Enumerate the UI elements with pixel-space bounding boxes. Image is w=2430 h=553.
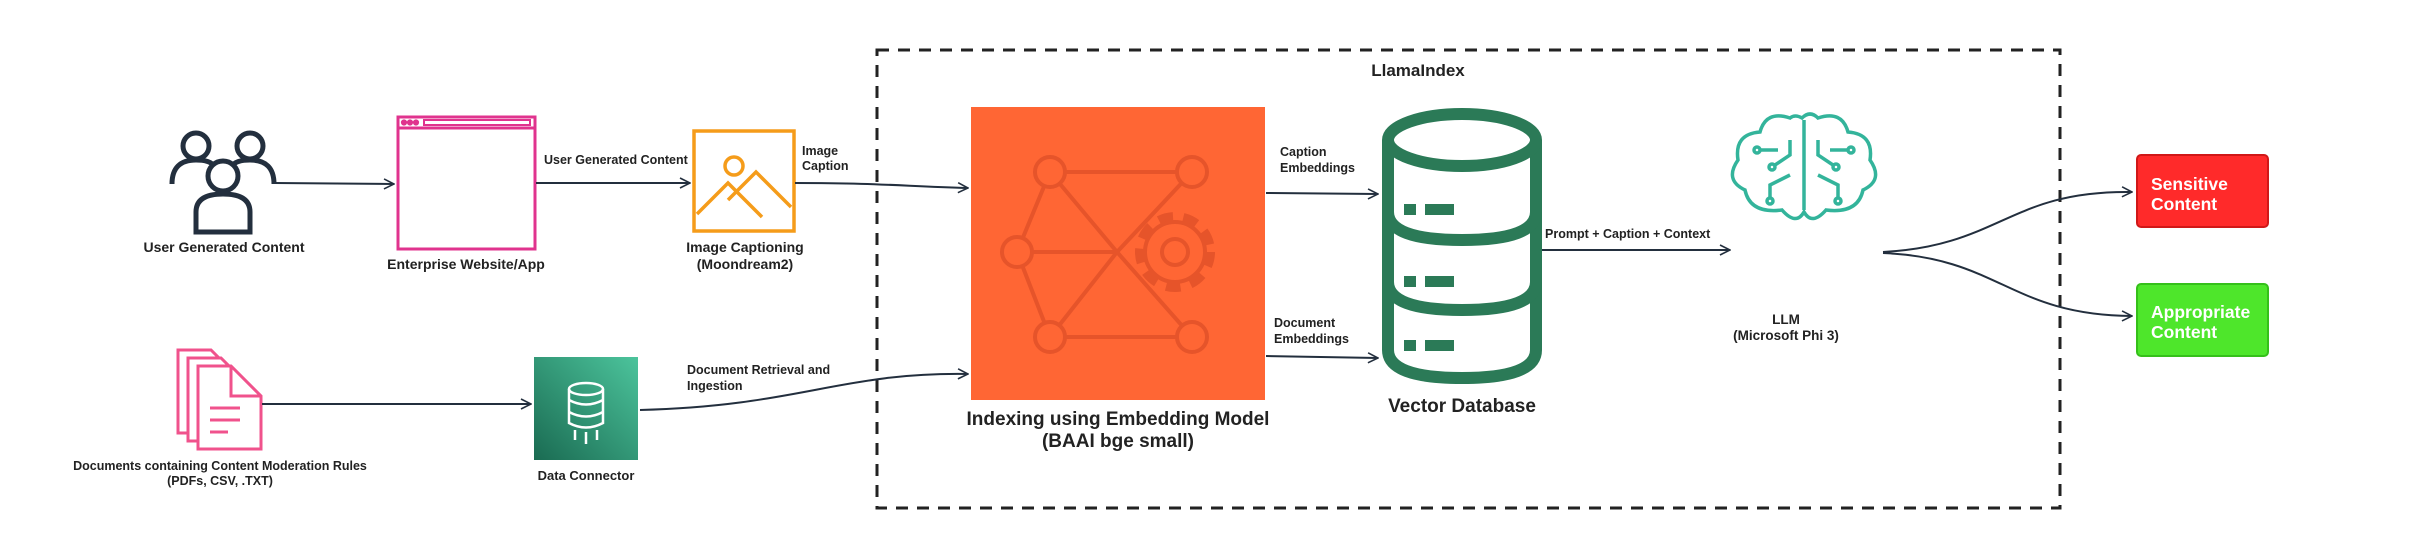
enterprise-website-label: Enterprise Website/App: [387, 256, 545, 272]
llamaindex-container: LlamaIndex: [875, 48, 2062, 510]
embedding-model-label: Indexing using Embedding Model: [967, 409, 1270, 430]
edge-label-document-embeddings-1: Document: [1274, 316, 1336, 330]
edge-index-to-db-caption: [1265, 193, 1378, 194]
edge-label-caption-embeddings-2: Embeddings: [1280, 161, 1355, 175]
edge-users-to-website: [274, 183, 394, 184]
edge-label-doc-retrieval-2: Ingestion: [687, 379, 743, 393]
edge-connector-to-index: [639, 374, 968, 411]
documents-label: Documents containing Content Moderation …: [73, 459, 367, 473]
edge-llm-to-sensitive: [1882, 192, 2132, 253]
sensitive-content-line2: Content: [2151, 194, 2217, 214]
sensitive-content-box: Sensitive Content: [2136, 154, 2269, 228]
browser-window-icon: [396, 115, 537, 251]
image-icon: [692, 129, 796, 233]
sensitive-content-line1: Sensitive: [2151, 174, 2228, 194]
edge-index-to-db-document: [1265, 356, 1378, 358]
image-captioning-label: Image Captioning: [686, 239, 803, 255]
edge-label-caption-embeddings-1: Caption: [1280, 145, 1327, 159]
llm-model: (Microsoft Phi 3): [1733, 328, 1839, 343]
edge-captioning-to-index: [794, 182, 968, 188]
documents-formats: (PDFs, CSV, .TXT): [167, 474, 273, 488]
edge-label-document-embeddings-2: Embeddings: [1274, 332, 1349, 346]
edge-label-caption: Caption: [802, 159, 849, 173]
user-generated-content-label: User Generated Content: [143, 239, 304, 255]
appropriate-content-box: Appropriate Content: [2136, 283, 2269, 357]
appropriate-content-line1: Appropriate: [2151, 302, 2250, 322]
data-connector-label: Data Connector: [538, 468, 635, 483]
vector-database-label: Vector Database: [1388, 396, 1536, 417]
llm-label: LLM: [1772, 312, 1800, 327]
edge-label-prompt-context: Prompt + Caption + Context: [1545, 227, 1711, 241]
llamaindex-label: LlamaIndex: [1371, 61, 1465, 80]
users-group-icon: [169, 130, 277, 235]
embedding-model-name: (BAAI bge small): [1042, 431, 1194, 452]
edge-llm-to-appropriate: [1882, 252, 2132, 316]
neural-network-gear-icon: [971, 107, 1265, 400]
brain-circuit-icon: [1730, 112, 1878, 221]
appropriate-content-line2: Content: [2151, 322, 2217, 342]
vector-database-icon: [1382, 108, 1542, 385]
edge-label-doc-retrieval-1: Document Retrieval and: [687, 363, 830, 377]
documents-icon: [176, 348, 263, 451]
edge-label-user-content: User Generated Content: [544, 153, 689, 167]
database-connector-icon: [534, 357, 638, 460]
edge-label-image: Image: [802, 144, 838, 158]
image-captioning-model: (Moondream2): [697, 256, 793, 272]
